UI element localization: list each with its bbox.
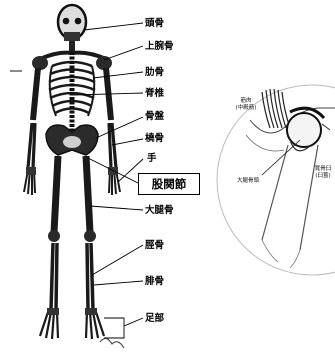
femoral-head	[287, 113, 321, 147]
label-hand: 手	[147, 153, 157, 164]
left-humerus	[33, 68, 38, 120]
inset-label-acetabulum: 寛骨臼	[311, 166, 335, 173]
right-femur	[86, 156, 90, 232]
label-tibia: 脛骨	[145, 240, 164, 251]
left-foot	[40, 308, 59, 339]
label-hip-joint: 股関節	[138, 173, 200, 195]
inset-label-acetabulum-sub: (臼蓋)	[311, 173, 335, 180]
inset-label-femoral-head: 大腿骨頭	[228, 178, 268, 185]
label-skull: 頭骨	[145, 18, 164, 29]
left-femur	[54, 156, 58, 232]
label-ulna: 橈骨	[145, 133, 164, 144]
skeleton-figure	[10, 5, 120, 339]
inset-label-muscle: 筋肉	[232, 98, 260, 105]
scribble-mark	[100, 338, 124, 348]
left-hand	[24, 167, 36, 195]
label-fibula: 腓骨	[145, 276, 164, 287]
inset-label-muscle-sub: (中殿筋)	[228, 105, 264, 112]
label-spine: 脊椎	[145, 88, 164, 99]
label-foot: 足部	[145, 313, 164, 324]
label-ribs: 肋骨	[145, 67, 164, 78]
label-femur: 大腿骨	[145, 205, 174, 216]
label-humerus: 上腕骨	[145, 41, 174, 52]
right-foot	[85, 308, 104, 339]
label-pelvis: 骨盤	[145, 111, 164, 122]
